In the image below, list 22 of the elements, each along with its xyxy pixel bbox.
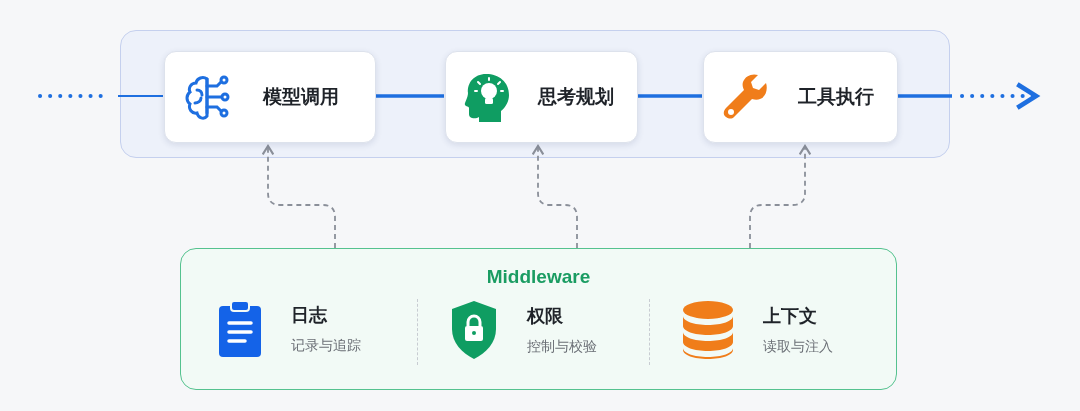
dashed-arrow [531,144,578,249]
step-label: 思考规划 [538,84,614,109]
step-card [445,51,638,143]
item-description: 控制与校验 [527,337,597,356]
step-card [164,51,376,143]
item-description: 读取与注入 [763,337,833,356]
dashed-arrow [749,144,812,249]
item-description: 记录与追踪 [291,336,361,355]
flow-band [120,30,950,158]
item-title: 日志 [291,304,328,327]
dashed-arrow [261,144,336,249]
step-label: 工具执行 [798,84,874,109]
middleware-panel [180,248,897,390]
connector-line [637,94,702,98]
connector-line [375,94,444,98]
item-title: 上下文 [763,305,818,328]
dotted-flow-arrow [897,82,1039,110]
step-label: 模型调用 [263,84,339,109]
panel-title: Middleware [486,265,591,289]
step-card [703,51,898,143]
item-title: 权限 [527,305,564,328]
dotted-flow-line [38,94,164,98]
